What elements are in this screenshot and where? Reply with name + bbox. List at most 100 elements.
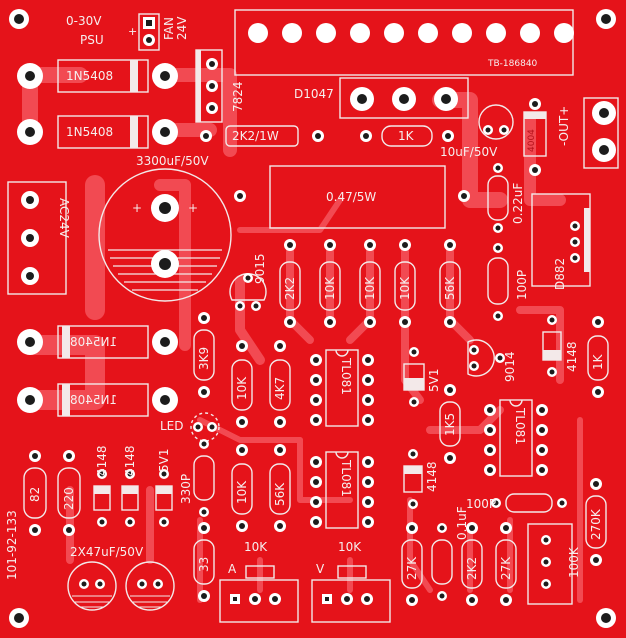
ic-tl081-right xyxy=(484,399,548,477)
capacitor-0-1uf xyxy=(431,523,453,601)
psu-label: PSU xyxy=(80,33,104,47)
bottom-left-resistors xyxy=(23,450,81,536)
resistor-27k-b-label: 27K xyxy=(499,556,513,580)
pot-a-label: A xyxy=(228,562,237,576)
diode-4148-mid xyxy=(403,449,423,509)
capacitor-330p xyxy=(193,439,215,517)
ac-label: AC24V xyxy=(57,198,71,238)
fan-label: FAN xyxy=(162,17,176,40)
resistor-33-label: 33 xyxy=(197,556,211,572)
resistor-3k9-label: 3K9 xyxy=(197,346,211,370)
transistor-d1047 xyxy=(339,77,469,119)
diode-4148-mid-label: 4148 xyxy=(425,461,439,492)
psu-range-label: 0-30V xyxy=(66,14,102,28)
resistor-4k7-label: 4K7 xyxy=(273,376,287,400)
trimmer-100k-label: 100K xyxy=(567,547,581,578)
led xyxy=(190,412,220,442)
cap-0-22uf-label: 0.22uF xyxy=(511,182,525,224)
transistor-9014 xyxy=(467,339,505,377)
ic-lower-label: TL081 xyxy=(339,460,353,497)
resistor-2k2-1w xyxy=(200,125,324,147)
pot-v-value-label: 10K xyxy=(338,540,362,554)
resistor-82-label: 82 xyxy=(28,486,42,502)
resistor-33 xyxy=(193,522,215,602)
rectifier-label-1: 1N5408 xyxy=(66,69,114,83)
ic-right-label: TL081 xyxy=(513,408,527,445)
resistor-2k2-low-label: 2K2 xyxy=(465,556,479,580)
resistor-10k-top-3-label: 10K xyxy=(398,276,412,300)
resistor-1k-right xyxy=(587,316,609,398)
diode-4148-right xyxy=(542,315,562,377)
ic-tl081-lower xyxy=(310,451,374,529)
big-cap-label: 3300uF/50V xyxy=(136,154,209,168)
capacitor-10uf xyxy=(478,104,514,140)
diode-4148-a-label: 4148 xyxy=(95,445,109,476)
resistor-27k-a-label: 27K xyxy=(405,556,419,580)
diode-4004 xyxy=(523,98,547,176)
big-cap-plus-right: + xyxy=(188,201,199,215)
trimmer-100k xyxy=(527,523,573,605)
resistor-1k5 xyxy=(439,384,461,464)
ac-input-terminal xyxy=(7,181,67,295)
output-terminal xyxy=(583,97,619,169)
d882-label: D882 xyxy=(553,257,567,290)
rectifier-label-3: 1N5408 xyxy=(70,335,118,349)
zener-5v1-mid xyxy=(403,347,425,407)
resistor-1k-top xyxy=(360,125,454,147)
resistor-2k2-top-label: 2K2 xyxy=(283,276,297,300)
fan-header xyxy=(138,13,160,51)
resistor-1k5-label: 1K5 xyxy=(443,412,457,436)
capacitor-100p-low-label: 100P xyxy=(466,497,497,511)
terminal-block-label: TB-186840 xyxy=(488,59,538,69)
resistor-10k-mid-label: 10K xyxy=(235,376,249,400)
resistor-220-label: 220 xyxy=(62,487,76,510)
out-label: -OUT+ xyxy=(557,105,571,146)
diode-4004-label: 4004 xyxy=(527,129,537,152)
resistor-10k-top-1-label: 10K xyxy=(323,276,337,300)
regulator-label: 7824 xyxy=(231,81,245,112)
capacitor-0-1uf-label: 0.1uF xyxy=(455,506,469,540)
diode-4148-right-label: 4148 xyxy=(565,341,579,372)
capacitor-3300uf xyxy=(98,168,232,302)
transistor-9015 xyxy=(229,273,267,311)
resistor-1k-right-label: 1K xyxy=(591,354,605,370)
resistor-10k-top-2-label: 10K xyxy=(363,276,377,300)
rectifier-label-2: 1N5408 xyxy=(66,125,114,139)
transistor-9014-label: 9014 xyxy=(503,351,517,382)
part-number-label: 101-92-133 xyxy=(5,510,19,580)
terminal-block-outline xyxy=(234,9,574,76)
zener-5v1-mid-label: 5V1 xyxy=(427,368,441,392)
pot-v xyxy=(311,565,391,623)
capacitor-100p-low xyxy=(491,493,567,513)
pot-a-value-label: 10K xyxy=(244,540,268,554)
regulator-7824 xyxy=(195,49,223,123)
resistor-56k-low-label: 56K xyxy=(273,482,287,506)
capacitor-330p-label: 330P xyxy=(179,473,193,504)
resistor-56k-top-label: 56K xyxy=(443,276,457,300)
low-resistors xyxy=(231,444,291,532)
resistor-2k2-1w-label: 2K2/1W xyxy=(232,129,279,143)
resistor-10k-low-label: 10K xyxy=(235,480,249,504)
resistor-0r47-label: 0.47/5W xyxy=(326,190,377,204)
plus-sign: + xyxy=(128,25,138,38)
mounting-holes xyxy=(9,9,616,628)
ic-upper-label: TL081 xyxy=(339,358,353,395)
resistor-270k xyxy=(585,478,607,566)
resistor-1k-top-label: 1K xyxy=(398,129,414,143)
led-label: LED xyxy=(160,419,184,433)
transistor-d882 xyxy=(531,193,591,287)
rectifier-diodes xyxy=(17,59,178,417)
bottom-left-diodes xyxy=(93,469,173,527)
pot-v-label: V xyxy=(316,562,325,576)
capacitors-2x47uf xyxy=(67,561,175,611)
top-row-resistors xyxy=(279,239,461,328)
fan-voltage-label: 24V xyxy=(175,16,189,40)
resistor-3k9 xyxy=(193,312,215,398)
diode-4148-b-label: 4148 xyxy=(123,445,137,476)
cap-100p-right-label: 100P xyxy=(515,269,529,300)
capacitor-100p-right xyxy=(487,243,509,321)
mid-resistors xyxy=(231,340,291,428)
rectifier-label-4: 1N5408 xyxy=(70,393,118,407)
